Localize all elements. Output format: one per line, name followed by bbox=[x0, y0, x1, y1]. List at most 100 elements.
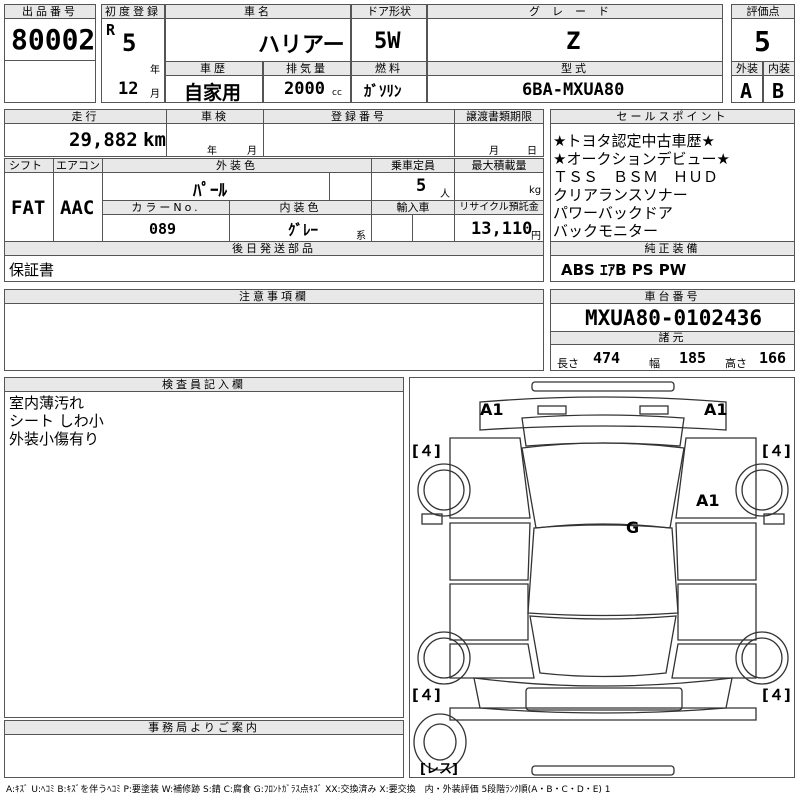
color-no-label: カラーNo. bbox=[102, 200, 230, 215]
sales-points-label: セールスポイント bbox=[550, 109, 795, 124]
inspector-note: 室内薄汚れ bbox=[9, 394, 85, 412]
genuine-equip: ABS ｴｱB PS PW bbox=[561, 261, 687, 279]
int-score: B bbox=[772, 79, 785, 103]
import-cell bbox=[371, 214, 413, 242]
displacement-label: 排気量 bbox=[263, 61, 351, 76]
mileage: 29,882 bbox=[69, 129, 138, 151]
fuel: ｶﾞｿﾘﾝ bbox=[364, 82, 402, 100]
length-label: 長さ bbox=[557, 357, 579, 370]
bracket-open: [ bbox=[412, 686, 419, 704]
later-parts: 保証書 bbox=[9, 261, 55, 279]
bracket-open: [ bbox=[762, 686, 769, 704]
sales-point: バックモニター bbox=[553, 222, 659, 240]
lot-blank-cell bbox=[4, 60, 96, 103]
sales-points-cell: ★トヨタ認定中古車歴★ ★オークションデビュー★ ＴＳＳ ＢＳＭ ＨＵＤ クリア… bbox=[550, 123, 795, 282]
tire-tread-rr-value: ４ bbox=[768, 686, 784, 704]
width-label: 幅 bbox=[649, 357, 660, 370]
inspector-notes: 室内薄汚れ シート しわ小 外装小傷有り bbox=[9, 394, 104, 448]
displacement-unit: cc bbox=[332, 88, 342, 98]
transfer-month-unit: 月 bbox=[489, 146, 499, 157]
sales-point: クリアランスソナー bbox=[553, 186, 688, 204]
car-name-cell: ハリアー bbox=[165, 18, 351, 62]
door-cell: 5W bbox=[351, 18, 427, 62]
genuine-equip-label: 純正装備 bbox=[550, 241, 795, 256]
interior-color: ｸﾞﾚｰ bbox=[288, 221, 319, 239]
lot-cell: 80002 bbox=[4, 18, 96, 61]
first-reg-label: 初度登録 bbox=[101, 4, 165, 19]
exterior-color-label: 外装色 bbox=[102, 158, 372, 173]
score: 5 bbox=[754, 25, 771, 58]
history-label: 車歴 bbox=[165, 61, 263, 76]
door-type: 5W bbox=[374, 29, 401, 54]
mileage-cell: 29,882 km bbox=[4, 123, 167, 157]
transfer-day-unit: 日 bbox=[527, 146, 537, 157]
later-parts-label: 後日発送部品 bbox=[4, 241, 544, 256]
tire-tread-fr: [４] bbox=[762, 440, 791, 461]
inspection-cell: 年 月 bbox=[166, 123, 264, 157]
aircon: AAC bbox=[60, 197, 95, 219]
spare-tire-status: [レス] bbox=[420, 758, 458, 777]
recycle-unit: 円 bbox=[531, 231, 541, 242]
first-reg-era: R bbox=[106, 21, 116, 39]
tire-tread-rl-value: ４ bbox=[418, 686, 434, 704]
max-load-unit: kg bbox=[529, 185, 542, 196]
legend: A:ｷｽﾞ U:ﾍｺﾐ B:ｷｽﾞを伴うﾍｺﾐ P:要塗装 W:補修跡 S:錆 … bbox=[6, 785, 611, 795]
tire-tread-rl: [４] bbox=[412, 684, 441, 705]
model-cell: 6BA-MXUA80 bbox=[427, 75, 723, 103]
exterior-color-cell: ﾊﾟｰﾙ bbox=[102, 172, 330, 201]
bracket-close: ] bbox=[433, 686, 441, 704]
max-load-label: 最大積載量 bbox=[454, 158, 544, 173]
tire-tread-fl-value: ４ bbox=[418, 442, 434, 460]
score-label: 評価点 bbox=[731, 4, 795, 19]
height: 166 bbox=[759, 349, 787, 367]
import-label: 輸入車 bbox=[371, 200, 455, 215]
capacity-label: 乗車定員 bbox=[371, 158, 455, 173]
notes-label: 注意事項欄 bbox=[4, 289, 544, 304]
tire-tread-fr-value: ４ bbox=[768, 442, 784, 460]
genuine-equip-cell: ABS ｴｱB PS PW bbox=[550, 255, 795, 282]
later-parts-cell: 保証書 bbox=[4, 255, 544, 282]
grade: Z bbox=[566, 27, 581, 55]
height-label: 高さ bbox=[725, 357, 747, 370]
sales-point: パワーバックドア bbox=[553, 204, 673, 222]
exterior-color: ﾊﾟｰﾙ bbox=[193, 181, 227, 201]
interior-color-unit: 系 bbox=[356, 231, 366, 242]
int-score-label: 内装 bbox=[763, 61, 795, 76]
damage-mark-right-side: A1 bbox=[696, 491, 720, 510]
bracket-close: ] bbox=[783, 442, 791, 460]
specs-cell: 長さ 474 幅 185 高さ 166 bbox=[550, 344, 795, 371]
interior-color-cell: ｸﾞﾚｰ 系 bbox=[229, 214, 372, 242]
bracket-close: ] bbox=[433, 442, 441, 460]
chassis-number: MXUA80-0102436 bbox=[585, 306, 763, 330]
sales-point: ★トヨタ認定中古車歴★ bbox=[553, 132, 715, 150]
history-cell: 自家用 bbox=[165, 75, 263, 104]
reg-no-cell bbox=[263, 123, 455, 157]
shift-label: シフト bbox=[4, 158, 54, 173]
inspector-note: 外装小傷有り bbox=[9, 430, 100, 448]
import-cell-2 bbox=[412, 214, 455, 242]
damage-mark-front-left: A1 bbox=[480, 400, 504, 419]
score-cell: 5 bbox=[731, 18, 795, 62]
width: 185 bbox=[679, 349, 707, 367]
inspection-year-unit: 年 bbox=[207, 146, 217, 157]
sales-point: ★オークションデビュー★ bbox=[553, 150, 730, 168]
lot-label: 出品番号 bbox=[4, 4, 96, 19]
bracket-close: ] bbox=[451, 762, 458, 777]
first-reg-year-unit: 年 bbox=[150, 65, 160, 76]
car-outline bbox=[413, 381, 789, 776]
ext-score-label: 外装 bbox=[731, 61, 763, 76]
mileage-unit: km bbox=[143, 129, 166, 151]
displacement-cell: 2000 cc bbox=[263, 75, 351, 103]
color-no: 089 bbox=[149, 220, 177, 238]
bracket-open: [ bbox=[762, 442, 769, 460]
transfer-label: 譲渡書類期限 bbox=[454, 109, 544, 124]
history: 自家用 bbox=[184, 82, 242, 104]
fuel-label: 燃料 bbox=[351, 61, 427, 76]
displacement: 2000 bbox=[284, 79, 325, 99]
inspector-cell: 室内薄汚れ シート しわ小 外装小傷有り bbox=[4, 391, 404, 718]
recycle: 13,110 bbox=[471, 219, 533, 239]
grade-cell: Z bbox=[427, 18, 723, 62]
damage-mark-glass: G bbox=[626, 518, 640, 537]
reg-no-label: 登録番号 bbox=[263, 109, 455, 124]
tire-tread-rr: [４] bbox=[762, 684, 791, 705]
